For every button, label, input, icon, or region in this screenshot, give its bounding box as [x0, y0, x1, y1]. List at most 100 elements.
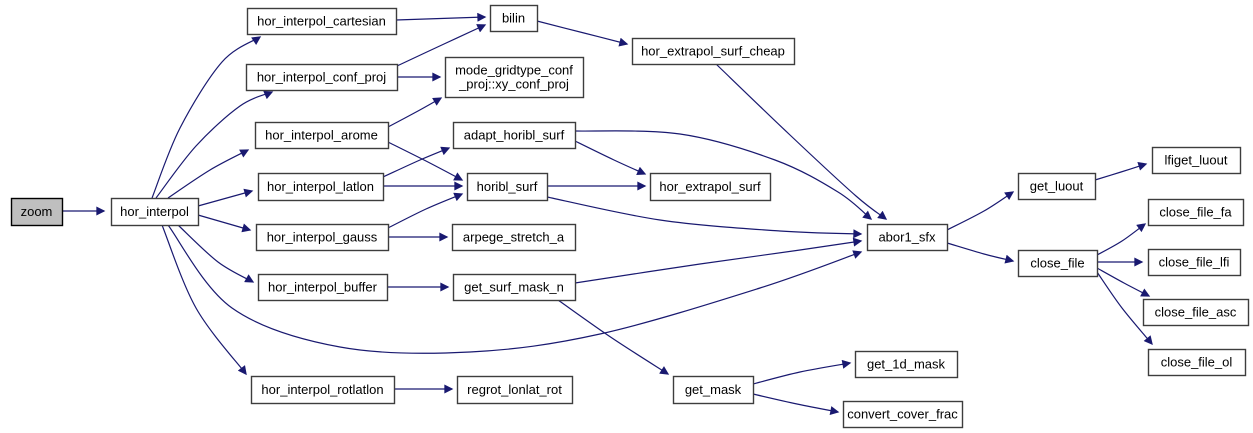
edge-hor_interpol_arome-to-horibl_surf	[387, 141, 464, 181]
node-convert_cover_frac-label: convert_cover_frac	[847, 407, 958, 422]
node-hor_interpol_arome[interactable]: hor_interpol_arome	[254, 121, 390, 150]
node-zoom-label: zoom	[21, 204, 53, 219]
node-regrot_lonlat_rot[interactable]: regrot_lonlat_rot	[456, 375, 574, 405]
node-hor_interpol-label: hor_interpol	[120, 204, 189, 219]
node-hor_extrapol_surf_cheap-label: hor_extrapol_surf_cheap	[641, 44, 785, 59]
node-hor_interpol_arome-box[interactable]	[254, 121, 390, 150]
node-get_1d_mask[interactable]: get_1d_mask	[854, 350, 959, 379]
edge-horibl_surf-to-abor1_sfx	[546, 196, 863, 239]
node-close_file_fa-label: close_file_fa	[1159, 205, 1232, 220]
edge-hor_interpol-to-abor1_sfx	[167, 224, 863, 354]
node-hor_interpol-box[interactable]	[110, 197, 200, 227]
node-convert_cover_frac[interactable]: convert_cover_frac	[842, 400, 964, 429]
node-hor_extrapol_surf_cheap-box[interactable]	[631, 37, 796, 66]
edge-adapt_horibl_surf-to-hor_extrapol_surf	[574, 140, 647, 176]
node-hor_interpol_latlon-box[interactable]	[257, 172, 385, 202]
node-hor_interpol_gauss[interactable]: hor_interpol_gauss	[255, 223, 390, 252]
node-close_file-label: close_file	[1030, 256, 1084, 271]
node-close_file-box[interactable]	[1017, 249, 1099, 278]
node-hor_interpol_rotlatlon-box[interactable]	[250, 375, 396, 405]
node-regrot_lonlat_rot-label: regrot_lonlat_rot	[467, 382, 562, 397]
node-hor_interpol_buffer-box[interactable]	[257, 273, 389, 302]
node-get_1d_mask-label: get_1d_mask	[867, 357, 946, 372]
node-get_1d_mask-box[interactable]	[854, 350, 959, 379]
node-lfiget_luout-label: lfiget_luout	[1165, 153, 1228, 168]
node-close_file_ol-box[interactable]	[1147, 348, 1247, 377]
node-close_file_lfi-box[interactable]	[1147, 248, 1242, 277]
node-hor_interpol_conf_proj-label: hor_interpol_conf_proj	[257, 70, 386, 85]
edge-hor_extrapol_surf_cheap-to-abor1_sfx	[715, 63, 888, 220]
node-hor_extrapol_surf[interactable]: hor_extrapol_surf	[649, 172, 772, 202]
node-hor_interpol_cartesian[interactable]: hor_interpol_cartesian	[246, 7, 398, 36]
node-mode_gridtype_conf_proj_xy_conf_proj-box[interactable]	[444, 56, 585, 99]
node-close_file_ol[interactable]: close_file_ol	[1147, 348, 1247, 377]
node-close_file_lfi-label: close_file_lfi	[1159, 255, 1230, 270]
node-horibl_surf-label: horibl_surf	[477, 179, 538, 194]
node-get_surf_mask_n[interactable]: get_surf_mask_n	[452, 273, 577, 302]
node-lfiget_luout[interactable]: lfiget_luout	[1151, 146, 1242, 175]
node-hor_interpol_conf_proj-box[interactable]	[245, 63, 399, 92]
node-hor_interpol[interactable]: hor_interpol	[110, 197, 200, 227]
edge-hor_interpol_gauss-to-horibl_surf	[387, 192, 464, 229]
node-adapt_horibl_surf[interactable]: adapt_horibl_surf	[452, 121, 577, 150]
node-arpege_stretch_a-label: arpege_stretch_a	[463, 230, 565, 245]
node-close_file_asc[interactable]: close_file_asc	[1142, 298, 1250, 327]
node-hor_interpol_gauss-box[interactable]	[255, 223, 390, 252]
edges-layer	[62, 12, 1153, 415]
node-adapt_horibl_surf-box[interactable]	[452, 121, 577, 150]
edge-get_surf_mask_n-to-abor1_sfx	[574, 237, 863, 284]
edge-hor_interpol_conf_proj-to-bilin	[396, 24, 487, 67]
edge-hor_interpol-to-hor_interpol_conf_proj	[155, 90, 274, 199]
node-bilin[interactable]: bilin	[489, 4, 539, 33]
node-arpege_stretch_a[interactable]: arpege_stretch_a	[451, 223, 577, 252]
edge-hor_interpol-to-hor_interpol_gauss	[197, 214, 252, 233]
node-hor_interpol_arome-label: hor_interpol_arome	[265, 128, 378, 143]
node-close_file[interactable]: close_file	[1017, 249, 1099, 278]
node-hor_interpol_gauss-label: hor_interpol_gauss	[267, 230, 378, 245]
node-get_mask-box[interactable]	[672, 375, 755, 405]
node-abor1_sfx-box[interactable]	[866, 223, 949, 252]
node-hor_interpol_rotlatlon[interactable]: hor_interpol_rotlatlon	[250, 375, 396, 405]
node-hor_extrapol_surf-label: hor_extrapol_surf	[659, 179, 761, 194]
edge-abor1_sfx-to-close_file	[946, 242, 1015, 264]
edge-hor_interpol-to-hor_interpol_latlon	[197, 188, 254, 207]
edge-hor_interpol-to-hor_interpol_rotlatlon	[161, 224, 247, 376]
node-close_file_fa[interactable]: close_file_fa	[1147, 198, 1245, 227]
node-hor_interpol_buffer[interactable]: hor_interpol_buffer	[257, 273, 389, 302]
node-bilin-box[interactable]	[489, 4, 539, 33]
node-get_surf_mask_n-box[interactable]	[452, 273, 577, 302]
node-convert_cover_frac-box[interactable]	[842, 400, 964, 429]
edge-close_file-to-close_file_fa	[1096, 223, 1147, 256]
node-close_file_lfi[interactable]: close_file_lfi	[1147, 248, 1242, 277]
nodes-layer: zoom hor_interpol hor_interpol_cartesian bi…	[10, 4, 1250, 429]
node-mode_gridtype_conf_proj_xy_conf_proj-label: mode_gridtype_conf_proj::xy_conf_proj	[455, 63, 573, 92]
node-close_file_asc-box[interactable]	[1142, 298, 1250, 327]
node-get_luout-box[interactable]	[1017, 172, 1097, 201]
node-regrot_lonlat_rot-box[interactable]	[456, 375, 574, 405]
node-arpege_stretch_a-box[interactable]	[451, 223, 577, 252]
node-hor_interpol_conf_proj[interactable]: hor_interpol_conf_proj	[245, 63, 399, 92]
node-lfiget_luout-box[interactable]	[1151, 146, 1242, 175]
edge-adapt_horibl_surf-to-abor1_sfx	[574, 130, 873, 220]
edge-hor_interpol-to-hor_interpol_buffer	[177, 224, 255, 283]
edge-close_file-to-close_file_asc	[1096, 267, 1151, 297]
node-hor_interpol_latlon[interactable]: hor_interpol_latlon	[257, 172, 385, 202]
node-horibl_surf[interactable]: horibl_surf	[466, 172, 549, 202]
node-horibl_surf-box[interactable]	[466, 172, 549, 202]
node-get_mask-label: get_mask	[685, 382, 742, 397]
node-hor_extrapol_surf_cheap[interactable]: hor_extrapol_surf_cheap	[631, 37, 796, 66]
node-hor_interpol_cartesian-box[interactable]	[246, 7, 398, 36]
node-get_surf_mask_n-label: get_surf_mask_n	[464, 280, 564, 295]
edge-close_file-to-close_file_ol	[1096, 271, 1153, 346]
node-get_luout-label: get_luout	[1030, 179, 1084, 194]
node-hor_extrapol_surf-box[interactable]	[649, 172, 772, 202]
node-abor1_sfx[interactable]: abor1_sfx	[866, 223, 949, 252]
edge-hor_interpol_arome-to-mode_gridtype_conf_proj_xy_conf_proj	[387, 97, 443, 128]
node-mode_gridtype_conf_proj_xy_conf_proj[interactable]: mode_gridtype_conf_proj::xy_conf_proj	[444, 56, 585, 99]
node-get_mask[interactable]: get_mask	[672, 375, 755, 405]
node-close_file_fa-box[interactable]	[1147, 198, 1245, 227]
node-get_luout[interactable]: get_luout	[1017, 172, 1097, 201]
node-zoom: zoom	[10, 197, 64, 227]
edge-get_mask-to-convert_cover_frac	[752, 393, 840, 415]
